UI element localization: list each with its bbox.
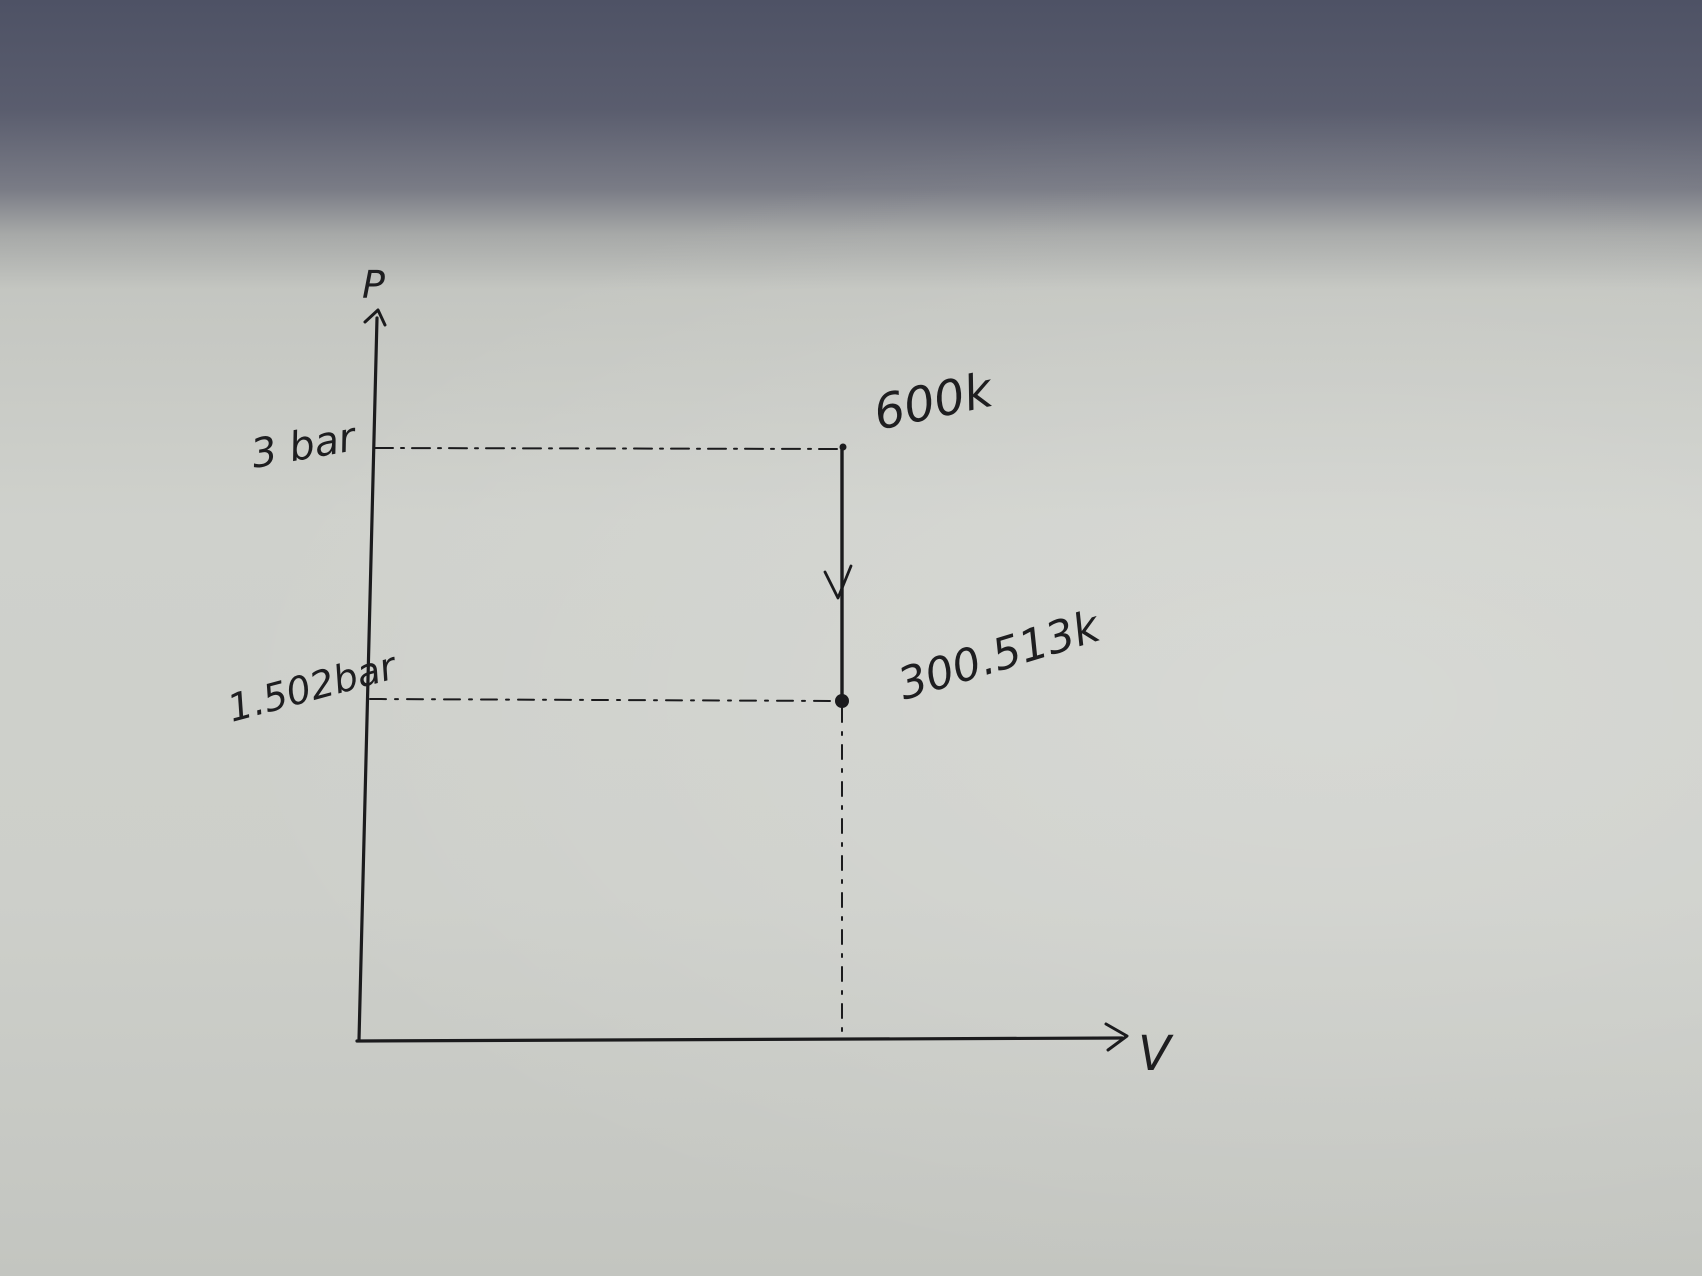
- process-direction-arrow: [823, 564, 853, 600]
- v-axis: [355, 1036, 1124, 1043]
- process-line: [823, 443, 853, 708]
- initial-state-point: [839, 443, 847, 451]
- v-axis-label: V: [1138, 1026, 1174, 1082]
- low-pressure-label: 1.502bar: [223, 643, 403, 731]
- initial-temperature-label: 600k: [869, 362, 1000, 442]
- p-axis-label: P: [362, 263, 385, 307]
- final-state-point: [835, 694, 849, 708]
- v-axis-arrowhead: [1104, 1022, 1129, 1052]
- high-pressure-label: 3 bar: [248, 414, 361, 478]
- guide-lines: [369, 447, 843, 1037]
- high-pressure-guide: [374, 447, 843, 450]
- p-axis: [357, 316, 379, 1042]
- low-pressure-guide: [369, 698, 843, 702]
- axes: [355, 308, 1129, 1052]
- p-axis-arrowhead: [363, 308, 387, 327]
- final-temperature-label: 300.513k: [892, 601, 1107, 711]
